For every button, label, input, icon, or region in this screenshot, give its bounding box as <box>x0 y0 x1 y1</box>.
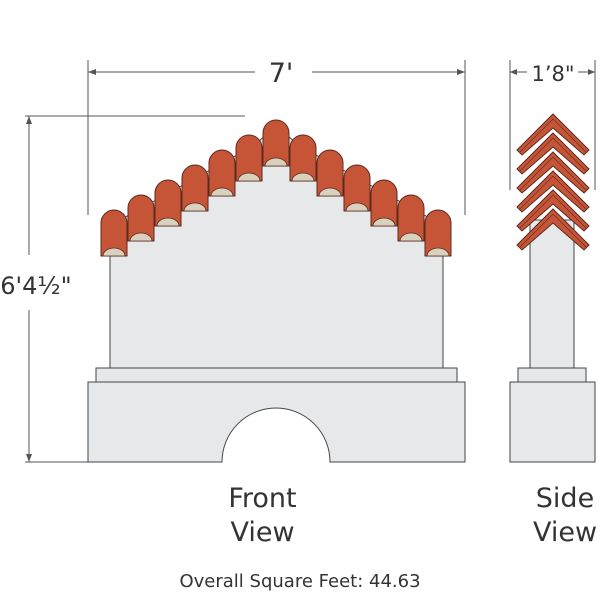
front-cap-ledge <box>95 367 458 383</box>
front-caption-line1: Front <box>228 483 297 514</box>
side-chevron-ridge <box>519 194 587 229</box>
side-chevron-tile <box>516 132 590 175</box>
side-roof-tiles <box>516 113 590 251</box>
front-width-label: 7' <box>269 58 294 89</box>
roof-tile <box>262 119 290 167</box>
side-width-label: 1’8" <box>531 62 574 86</box>
arrowhead-top <box>26 116 32 124</box>
side-chimney-body <box>529 219 575 369</box>
front-roof-tiles <box>100 119 452 257</box>
roof-tile <box>154 179 182 227</box>
side-chevron-ridge <box>519 156 587 191</box>
front-base-with-arch <box>87 381 466 463</box>
roof-tile <box>208 149 236 197</box>
side-chevron-ridge <box>519 118 587 153</box>
arrowhead-left <box>88 69 96 75</box>
side-chevron-tile <box>516 151 590 194</box>
roof-tile <box>181 164 209 212</box>
front-view <box>87 119 466 463</box>
arrowhead-right <box>457 69 465 75</box>
roof-tile <box>370 179 398 227</box>
roof-tile <box>127 194 155 242</box>
side-view <box>509 113 596 463</box>
side-view-caption: Side View <box>515 482 600 550</box>
side-chevron-ridge <box>519 175 587 210</box>
side-chevron-tile <box>516 170 590 213</box>
square-feet-label: Overall Square Feet: 44.63 <box>179 571 421 592</box>
side-caption-line2: View <box>532 517 598 548</box>
front-width-dimension <box>87 60 466 215</box>
roof-tile <box>100 209 128 257</box>
roof-tile <box>235 134 263 182</box>
side-width-dimension <box>509 60 596 190</box>
side-chevron-ridge <box>519 213 587 248</box>
side-arrowhead-left <box>510 69 517 75</box>
arrowhead-bottom <box>26 454 32 462</box>
side-chevron-tile <box>516 189 590 232</box>
side-chevron-tile <box>516 208 590 251</box>
roof-tile <box>343 164 371 212</box>
front-height-label: 6'4½" <box>0 272 71 300</box>
side-chevron-tile <box>516 113 590 156</box>
front-view-caption: Front View <box>200 482 325 550</box>
front-height-dimension <box>25 115 245 463</box>
roof-tile <box>424 209 452 257</box>
side-base <box>509 381 596 463</box>
roof-tile <box>289 134 317 182</box>
side-arrowhead-right <box>588 69 595 75</box>
roof-tile <box>316 149 344 197</box>
side-chevron-ridge <box>519 137 587 172</box>
roof-tile <box>397 194 425 242</box>
front-caption-line2: View <box>230 517 295 548</box>
side-caption-line1: Side <box>535 483 595 514</box>
side-cap-ledge <box>517 367 587 383</box>
